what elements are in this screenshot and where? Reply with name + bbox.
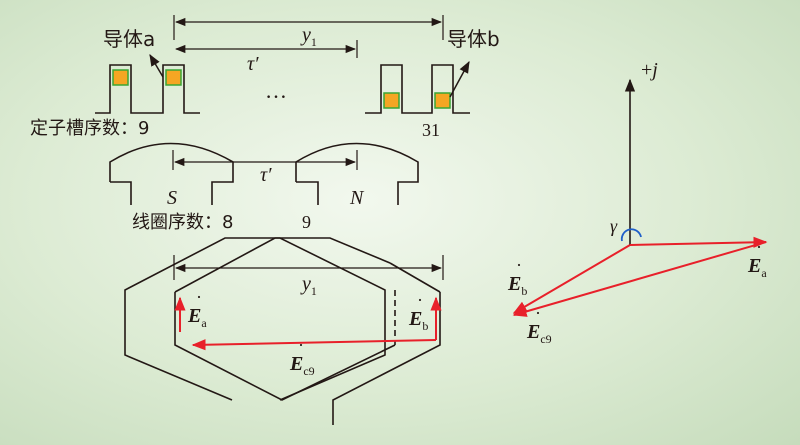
winding-y1-label: y1	[300, 273, 317, 298]
phasor-eb	[512, 244, 631, 314]
ellipsis: …	[265, 78, 287, 103]
gamma-angle-arc	[620, 228, 642, 242]
conductor-a-label: 导体a	[103, 27, 155, 51]
winding-eb-dot: ·	[417, 290, 423, 310]
pole-s-label: S	[167, 187, 177, 209]
pole-n	[295, 142, 419, 205]
coil-8	[124, 237, 386, 401]
winding-ec9-label: Ec9	[289, 353, 315, 378]
tau-label-top: τ′	[247, 53, 259, 75]
stator-slot-label: 定子槽序数：9	[30, 118, 149, 139]
gamma-label: γ	[610, 216, 618, 236]
conductor-slot-1	[112, 69, 129, 86]
coil-9-label: 9	[302, 212, 311, 232]
phasor-ea-dot: ·	[756, 237, 762, 257]
conductor-a	[165, 69, 182, 86]
winding-ea-dot: ·	[196, 287, 202, 307]
conductor-a-pointer	[149, 53, 164, 78]
tau-label-poles: τ′	[260, 164, 272, 186]
phasor-ec9-dot: ·	[535, 303, 541, 323]
phasor-eb-label: Eb	[507, 273, 527, 298]
phasor-eb-dot: ·	[516, 255, 522, 275]
conductor-b-label: 导体b	[447, 27, 500, 51]
conductors-group	[112, 69, 451, 109]
imaginary-axis-label: +j	[641, 59, 658, 81]
slot-31-label: 31	[422, 120, 440, 140]
coil-9	[174, 237, 396, 401]
y1-label-top: y1	[300, 24, 317, 49]
stator-slots-group	[95, 64, 470, 114]
phasor-ea-label: Ea	[747, 255, 767, 280]
phasor-ea	[629, 236, 768, 248]
conductor-slot-30	[383, 92, 400, 109]
winding-coils-group	[124, 237, 441, 425]
winding-ec9-arrow	[191, 339, 437, 351]
winding-ea-label: Ea	[187, 305, 207, 330]
coil-number-label: 线圈序数：8	[132, 212, 233, 233]
winding-ec9-dot: ·	[298, 335, 304, 355]
slot-profile-left	[95, 64, 200, 114]
winding-eb-label: Eb	[408, 308, 428, 333]
phasor-ec9-label: Ec9	[526, 321, 552, 346]
pole-n-label: N	[349, 187, 365, 209]
conductor-b-pointer	[449, 60, 470, 98]
phasor-ec9	[512, 241, 767, 317]
poles-group	[109, 142, 419, 205]
slot-profile-right	[365, 64, 470, 114]
conductor-b	[434, 92, 451, 109]
coil-9-right-side	[332, 292, 441, 425]
